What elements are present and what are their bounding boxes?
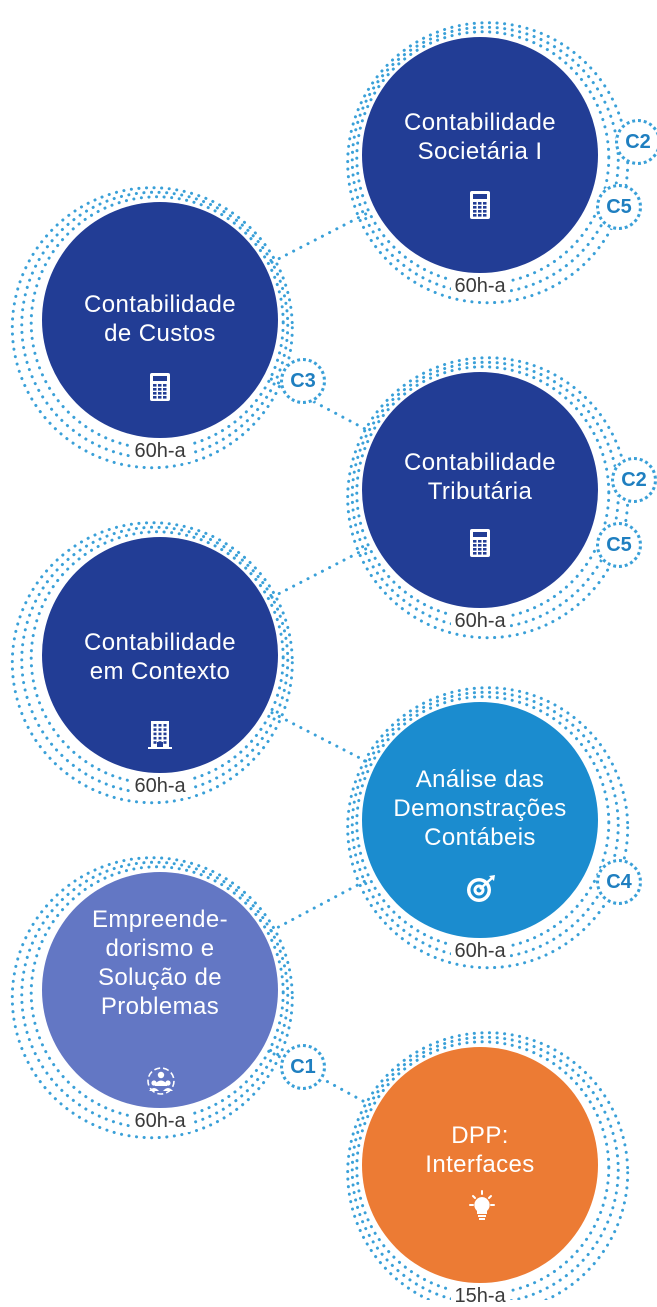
hours-label: 60h-a xyxy=(450,275,510,297)
dotted-ring xyxy=(350,690,620,960)
course-node-cus: Contabilidade de Custos xyxy=(42,202,278,438)
connector-line xyxy=(270,711,370,764)
dotted-ring xyxy=(10,856,294,1140)
competence-badge: C5 xyxy=(596,522,642,568)
competence-badge: C5 xyxy=(596,184,642,230)
dotted-ring xyxy=(346,686,630,970)
hours-label: 15h-a xyxy=(450,1285,510,1307)
course-title: Contabilidade de Custos xyxy=(84,291,236,347)
connector-line xyxy=(270,546,370,599)
course-node-emp: Empreende- dorismo e Solução de Problema… xyxy=(42,872,278,1108)
target-icon xyxy=(465,873,495,903)
building-icon xyxy=(145,720,175,750)
course-node-ana: Análise das Demonstrações Contábeis xyxy=(362,702,598,938)
lightbulb-icon xyxy=(465,1190,495,1220)
hours-label: 60h-a xyxy=(450,610,510,632)
dotted-ring xyxy=(350,25,620,295)
dotted-ring xyxy=(20,190,290,460)
calculator-icon xyxy=(465,190,495,220)
course-node-soc: Contabilidade Societária I xyxy=(362,37,598,273)
dotted-ring xyxy=(20,860,290,1130)
hours-label: 60h-a xyxy=(130,1110,190,1132)
dotted-ring xyxy=(350,1035,620,1300)
competence-badge: C2 xyxy=(615,119,657,165)
course-title: Contabilidade em Contexto xyxy=(84,629,236,685)
competence-badge: C1 xyxy=(280,1044,326,1090)
course-node-ctx: Contabilidade em Contexto xyxy=(42,537,278,773)
dotted-ring xyxy=(20,525,290,795)
hours-label: 60h-a xyxy=(130,775,190,797)
dotted-ring xyxy=(346,1031,630,1300)
hours-label: 60h-a xyxy=(450,940,510,962)
calculator-icon xyxy=(145,372,175,402)
course-title: Empreende- dorismo e Solução de Problema… xyxy=(91,906,229,1020)
course-node-dpp: DPP: Interfaces xyxy=(362,1047,598,1283)
competence-badge: C3 xyxy=(280,358,326,404)
team-icon xyxy=(145,1065,175,1095)
dotted-ring xyxy=(10,186,294,470)
hours-label: 60h-a xyxy=(130,440,190,462)
connector-line xyxy=(270,211,370,264)
course-title: Contabilidade Societária I xyxy=(404,109,556,165)
connector-line xyxy=(269,877,371,933)
dotted-ring xyxy=(10,521,294,805)
calculator-icon xyxy=(465,528,495,558)
competence-badge: C4 xyxy=(596,859,642,905)
competence-badge: C2 xyxy=(611,457,657,503)
course-node-tri: Contabilidade Tributária xyxy=(362,372,598,608)
course-title: Contabilidade Tributária xyxy=(404,449,556,505)
course-title: Análise das Demonstrações Contábeis xyxy=(393,766,567,851)
course-title: DPP: Interfaces xyxy=(425,1122,535,1178)
